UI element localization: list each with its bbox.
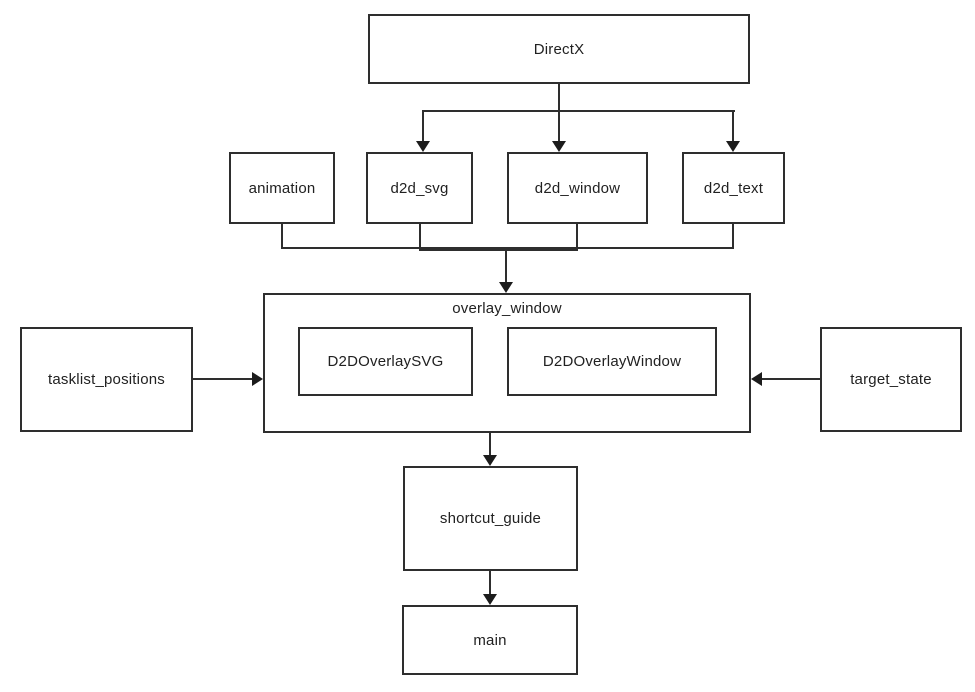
edge-shortcut-main-arrowhead — [483, 594, 497, 605]
edge-animation-merge-line — [281, 224, 283, 249]
node-animation: animation — [229, 152, 335, 224]
node-d2d-text: d2d_text — [682, 152, 785, 224]
edge-targetstate-overlay-line — [762, 378, 820, 380]
edge-overlay-shortcut-arrowhead — [483, 455, 497, 466]
node-d2d-window: d2d_window — [507, 152, 648, 224]
node-directx: DirectX — [368, 14, 750, 84]
edge-directx-branch-line — [422, 110, 735, 112]
overlay-window-label: overlay_window — [452, 300, 562, 317]
node-d2d-svg: d2d_svg — [366, 152, 473, 224]
node-main: main — [402, 605, 578, 675]
edge-directx-d2dtext-arrowhead — [726, 141, 740, 152]
edge-tasklist-overlay-line — [193, 378, 253, 380]
node-shortcut-guide: shortcut_guide — [403, 466, 578, 571]
node-overlay-window: overlay_window D2DOverlaySVG D2DOverlayW… — [263, 293, 751, 433]
merge-bus-outer-line — [281, 247, 734, 249]
merge-bus-inner-line — [419, 249, 578, 251]
edge-d2dtext-merge-line — [732, 224, 734, 249]
edge-overlay-shortcut-line — [489, 433, 491, 456]
edge-merge-overlay-arrowhead — [499, 282, 513, 293]
node-tasklist-positions: tasklist_positions — [20, 327, 193, 432]
edge-d2dwindow-merge-line — [576, 224, 578, 251]
edge-shortcut-main-line — [489, 571, 491, 595]
node-d2doverlaysvg: D2DOverlaySVG — [298, 327, 473, 396]
edge-merge-overlay-line — [505, 250, 507, 283]
edge-directx-d2dwindow-line — [558, 110, 560, 141]
edge-targetstate-overlay-arrowhead — [751, 372, 762, 386]
node-d2doverlaywindow: D2DOverlayWindow — [507, 327, 717, 396]
edge-directx-d2dtext-line — [732, 110, 734, 141]
edge-tasklist-overlay-arrowhead — [252, 372, 263, 386]
edge-directx-d2dwindow-arrowhead — [552, 141, 566, 152]
edge-d2dsvg-merge-line — [419, 224, 421, 251]
node-target-state: target_state — [820, 327, 962, 432]
edge-directx-stub-line — [558, 84, 560, 112]
edge-directx-d2dsvg-arrowhead — [416, 141, 430, 152]
edge-directx-d2dsvg-line — [422, 110, 424, 141]
